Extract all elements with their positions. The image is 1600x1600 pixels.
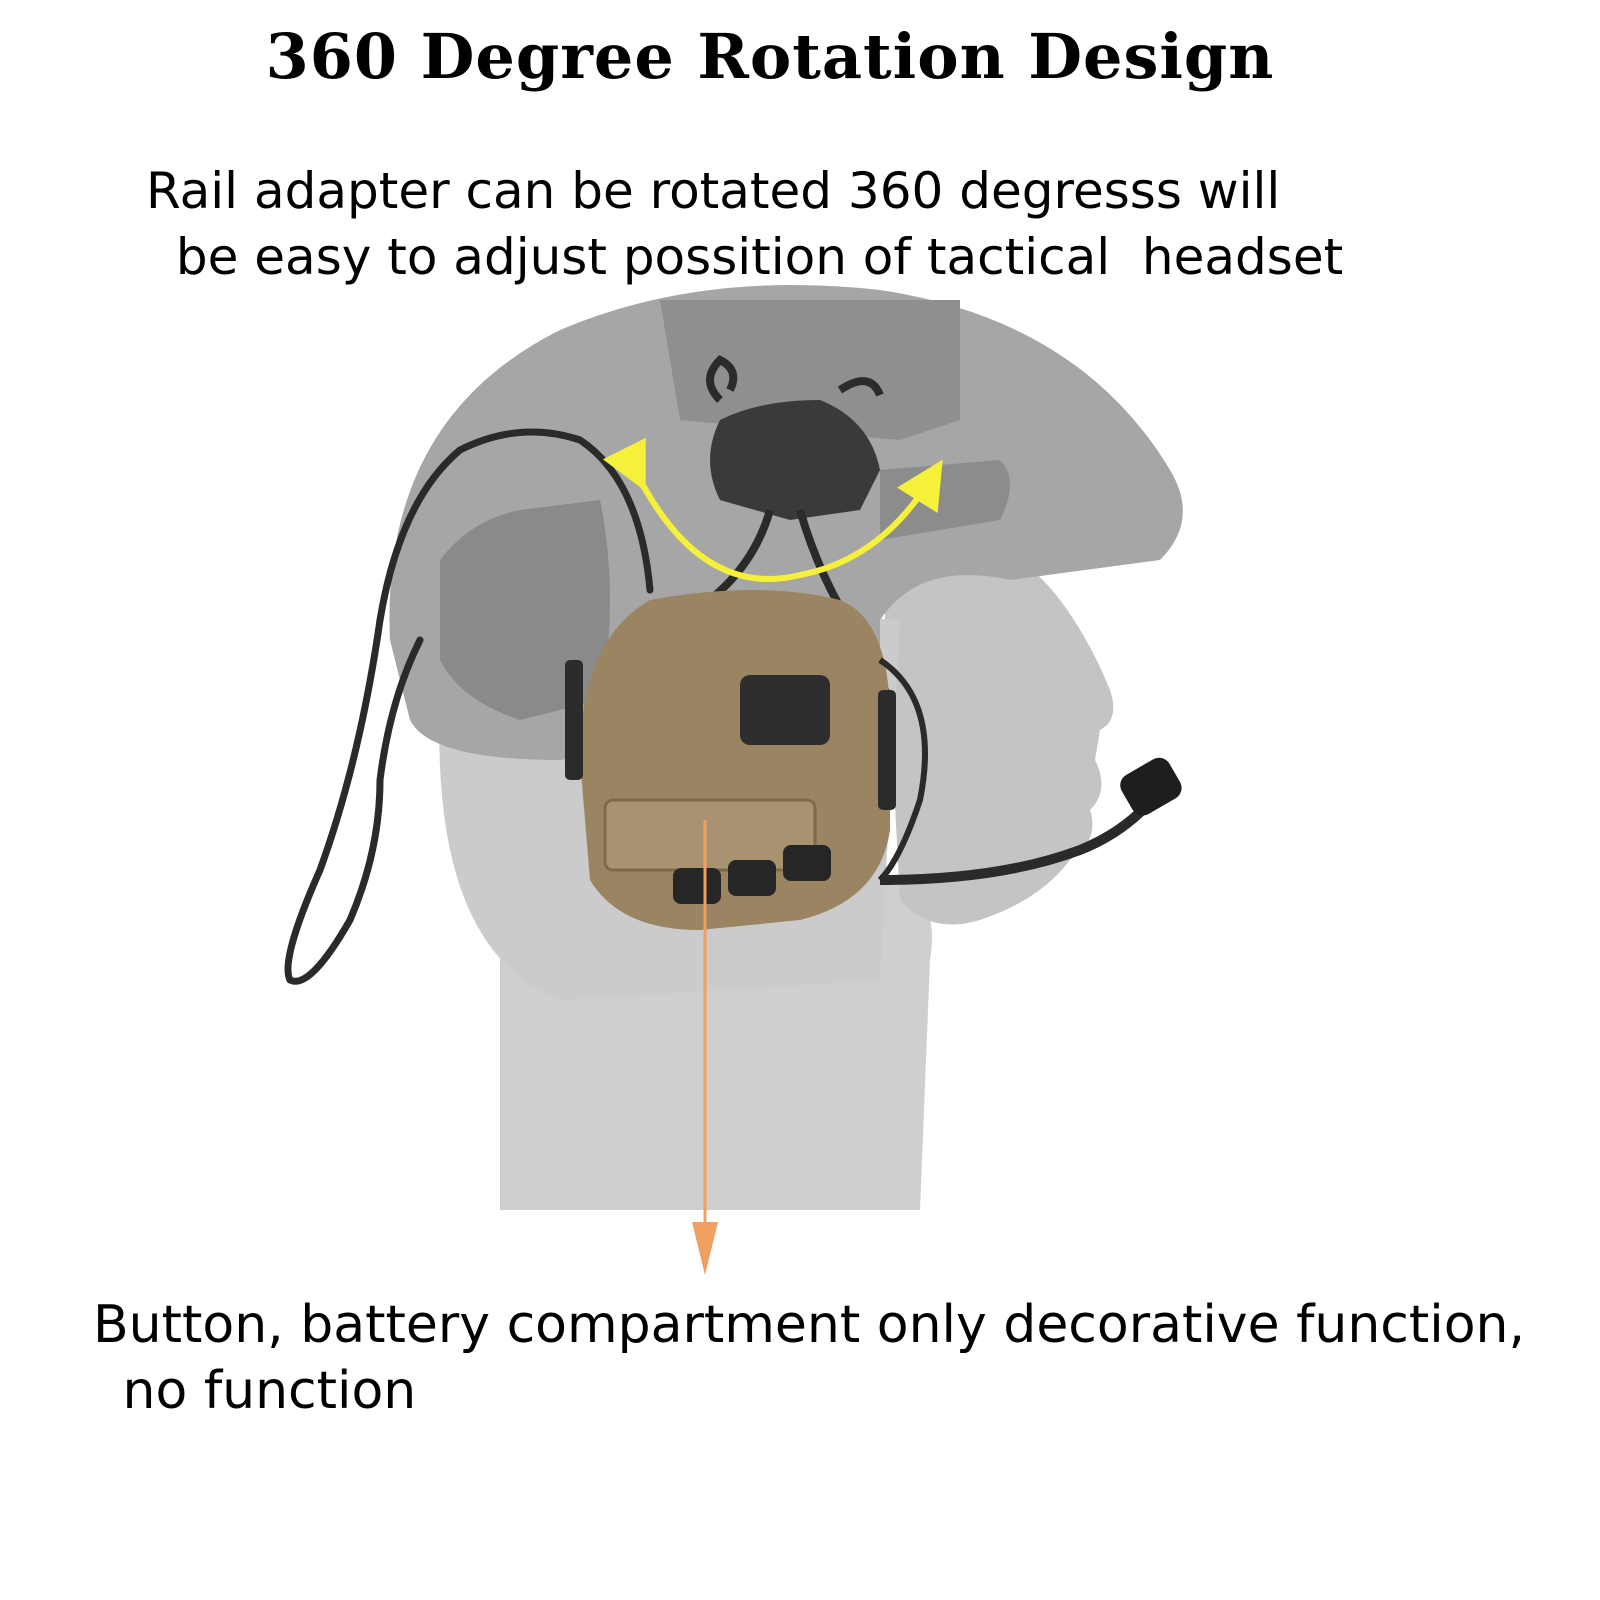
microphone-head <box>1120 757 1182 816</box>
rotation-description-line-2: be easy to adjust possition of tactical … <box>160 228 1344 286</box>
pointer-arrow-head <box>692 1222 718 1275</box>
rotation-description-line-1: Rail adapter can be rotated 360 degresss… <box>146 162 1281 220</box>
earmuff-patch <box>740 675 830 745</box>
earmuff-side-bar-left <box>565 660 583 780</box>
earmuff-button-3 <box>783 845 831 881</box>
adapter-claw-left <box>706 355 738 403</box>
mannequin-face <box>880 520 1114 925</box>
rotation-arrow <box>602 437 943 582</box>
adapter-claw-right <box>837 377 884 397</box>
microphone-cable <box>877 657 928 883</box>
note-line-2: no function <box>106 1361 417 1421</box>
page-title: 360 Degree Rotation Design <box>265 20 1275 93</box>
earmuff-button-1 <box>673 868 721 904</box>
helmet-top-panel <box>660 300 960 440</box>
earmuff-button-2 <box>728 860 776 896</box>
earmuff-side-bar-right <box>878 690 896 810</box>
microphone-boom <box>879 786 1164 885</box>
note-line-1: Button, battery compartment only decorat… <box>93 1295 1526 1355</box>
headset-cable <box>284 428 654 985</box>
